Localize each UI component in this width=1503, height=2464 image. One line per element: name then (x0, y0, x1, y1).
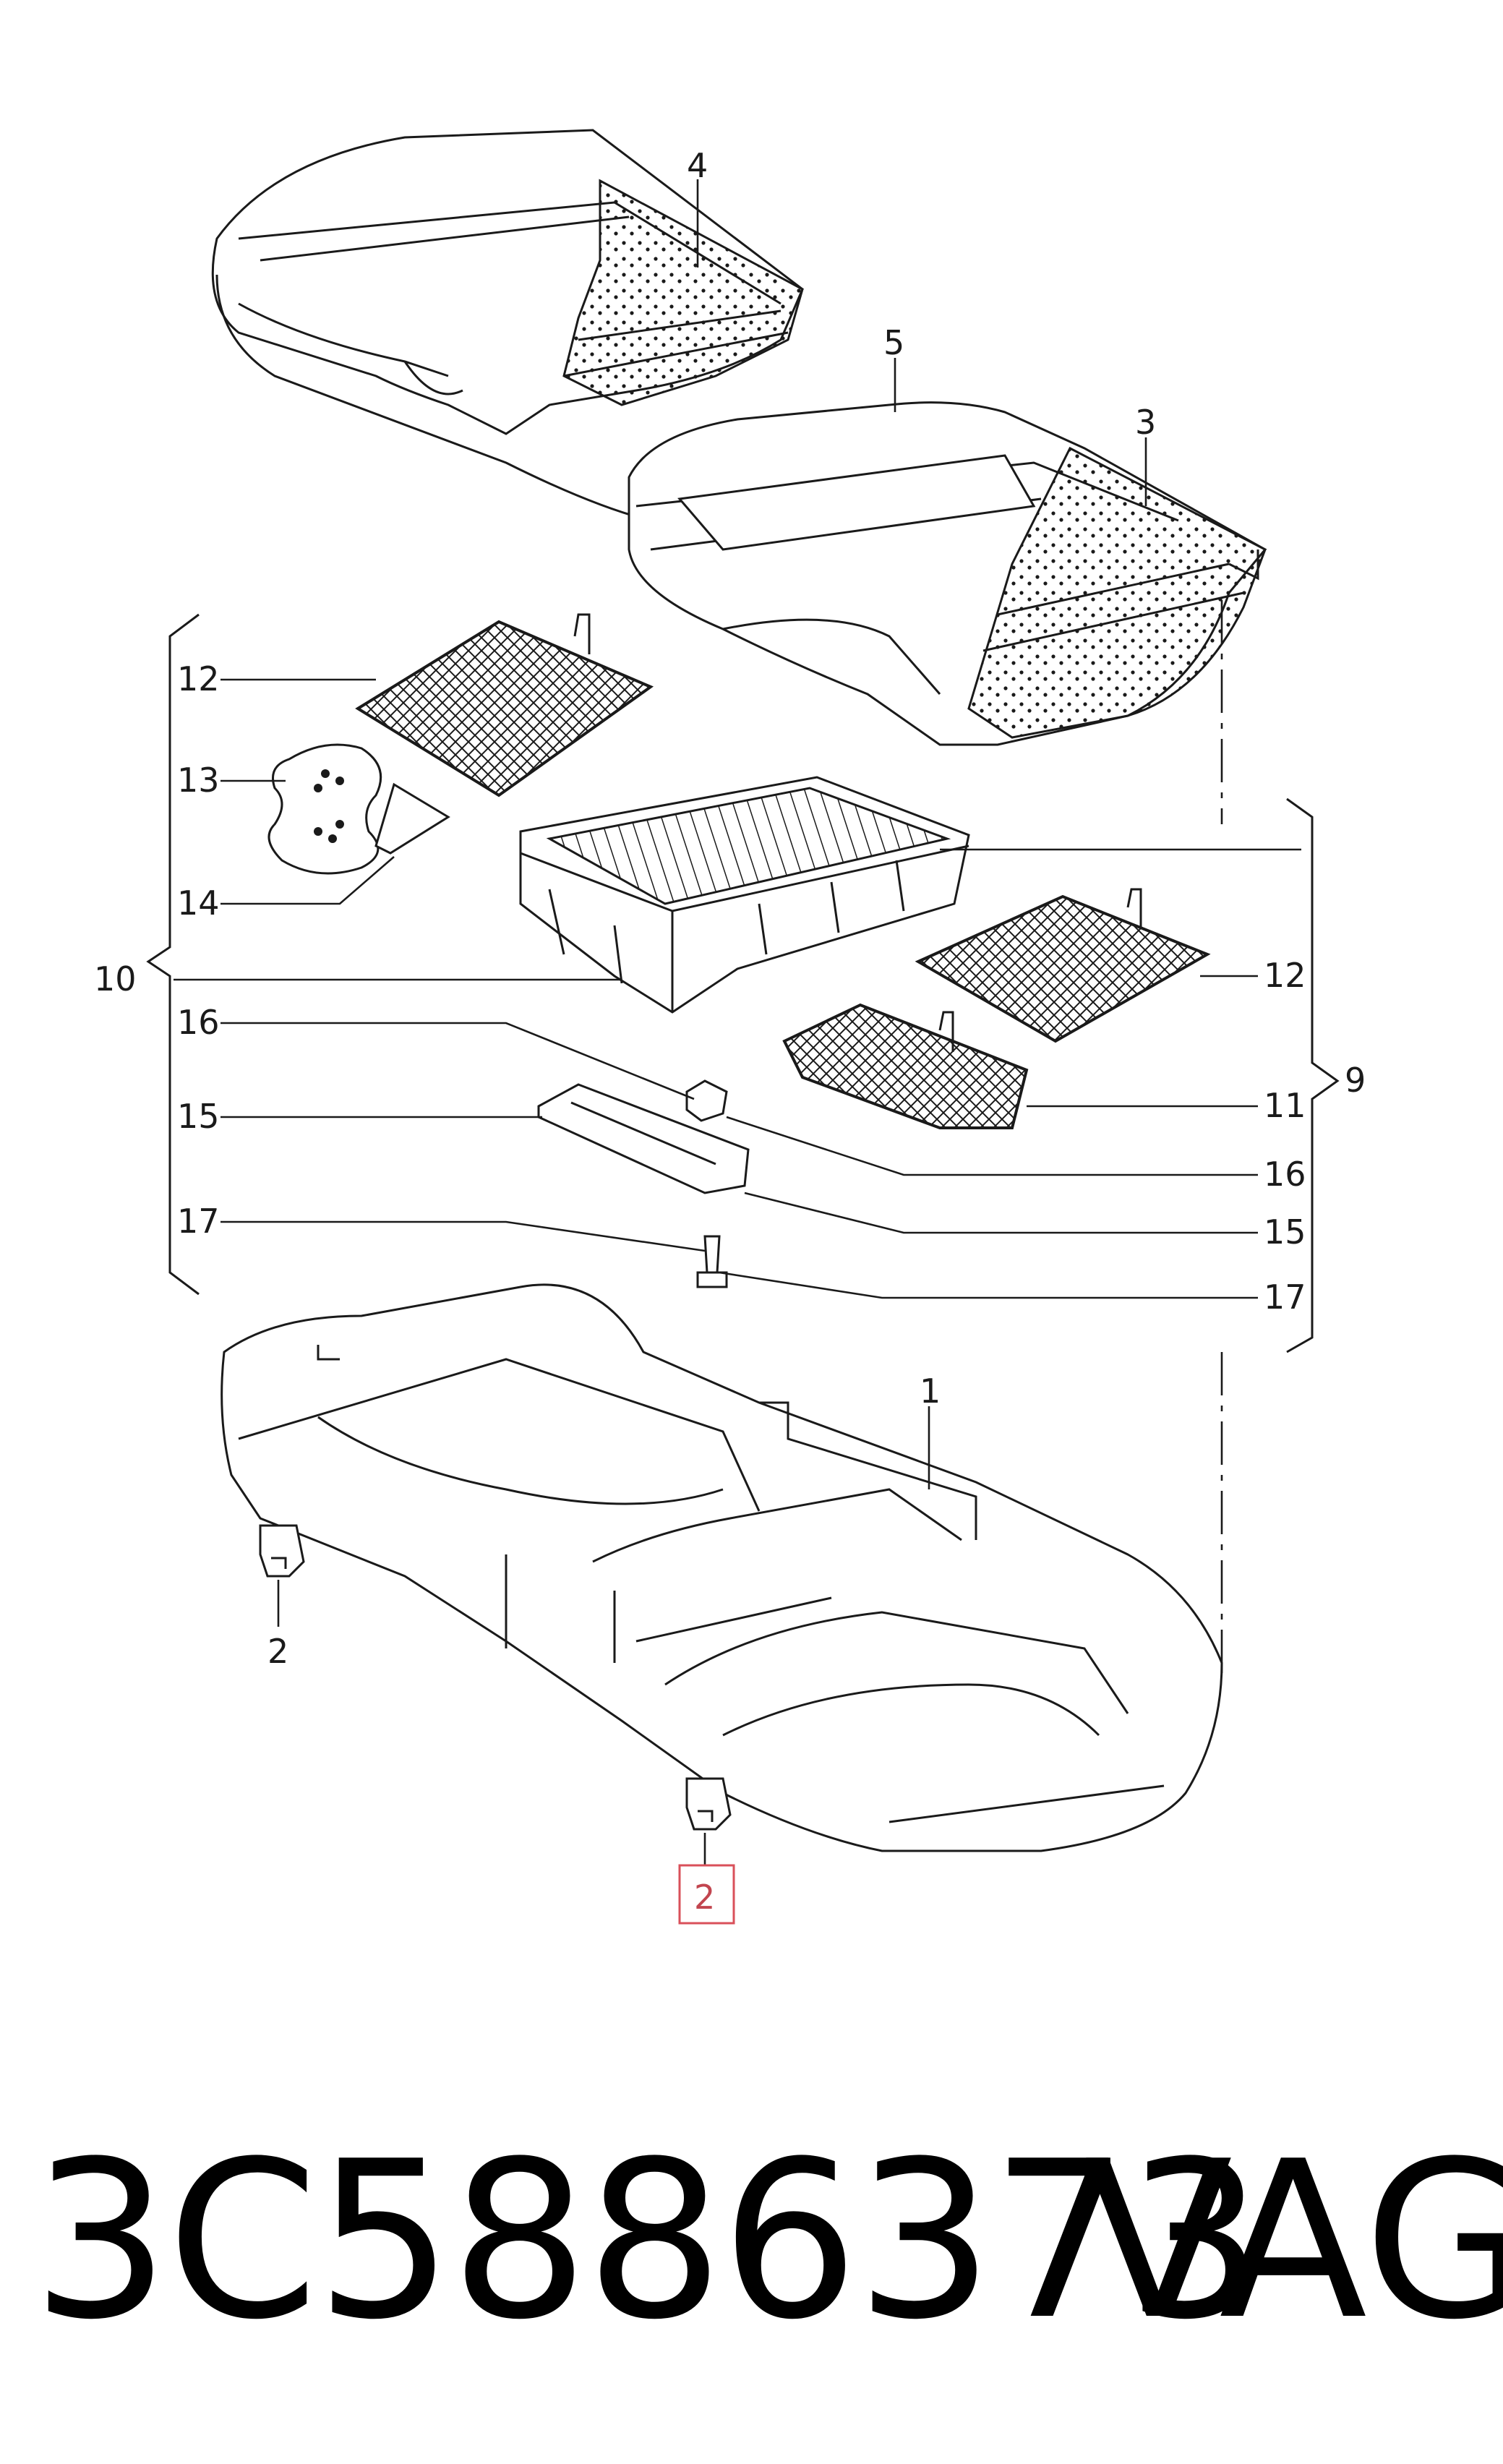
clip-16 (685, 1079, 728, 1122)
exploded-parts-diagram: 4 5 3 12 13 14 10 16 15 17 12 9 11 16 15… (94, 129, 1366, 1925)
callout-17-left: 17 (177, 1202, 220, 1241)
callout-3: 3 (1135, 403, 1156, 442)
callout-14: 14 (177, 884, 220, 923)
mesh-liner (782, 1003, 1029, 1129)
callout-16-left: 16 (177, 1003, 220, 1042)
callout-11: 11 (1264, 1086, 1306, 1125)
callout-12-left: 12 (177, 659, 220, 698)
mesh-pad-right (915, 888, 1211, 1043)
callout-10: 10 (94, 959, 137, 998)
callout-2-highlighted[interactable]: 2 (678, 1864, 735, 1925)
callout-1: 1 (920, 1372, 941, 1411)
callout-2-left: 2 (267, 1632, 288, 1671)
cupholder-insert (267, 743, 382, 875)
callout-16-right: 16 (1264, 1155, 1306, 1194)
clip-2-left (259, 1524, 305, 1578)
seat-base-frame (220, 1283, 1223, 1852)
callout-13: 13 (177, 761, 220, 800)
callout-highlight-box (678, 1864, 735, 1925)
callout-17-right: 17 (1264, 1278, 1306, 1317)
center-storage-box (519, 776, 970, 1014)
group-bracket-10 (146, 613, 200, 1296)
callout-15-right: 15 (1264, 1212, 1306, 1252)
triangle-trim (374, 782, 450, 855)
leader-lines (174, 179, 1301, 1865)
group-bracket-9 (1286, 797, 1340, 1353)
lower-seat-cushion (628, 401, 1267, 746)
callout-15-left: 15 (177, 1097, 220, 1136)
callout-4: 4 (687, 146, 708, 185)
clip-2-center (685, 1777, 732, 1831)
callout-5: 5 (883, 323, 904, 362)
callout-2-highlight-label: 2 (694, 1878, 715, 1917)
mesh-pad-left (355, 613, 654, 797)
brand-name: VAG (1084, 2115, 1503, 2367)
part-number: 3C5886373 (32, 2115, 1264, 2367)
callout-9: 9 (1345, 1061, 1366, 1100)
upper-seat-cushion (211, 129, 804, 522)
callout-12-right: 12 (1264, 956, 1306, 995)
screw-17 (696, 1235, 728, 1288)
